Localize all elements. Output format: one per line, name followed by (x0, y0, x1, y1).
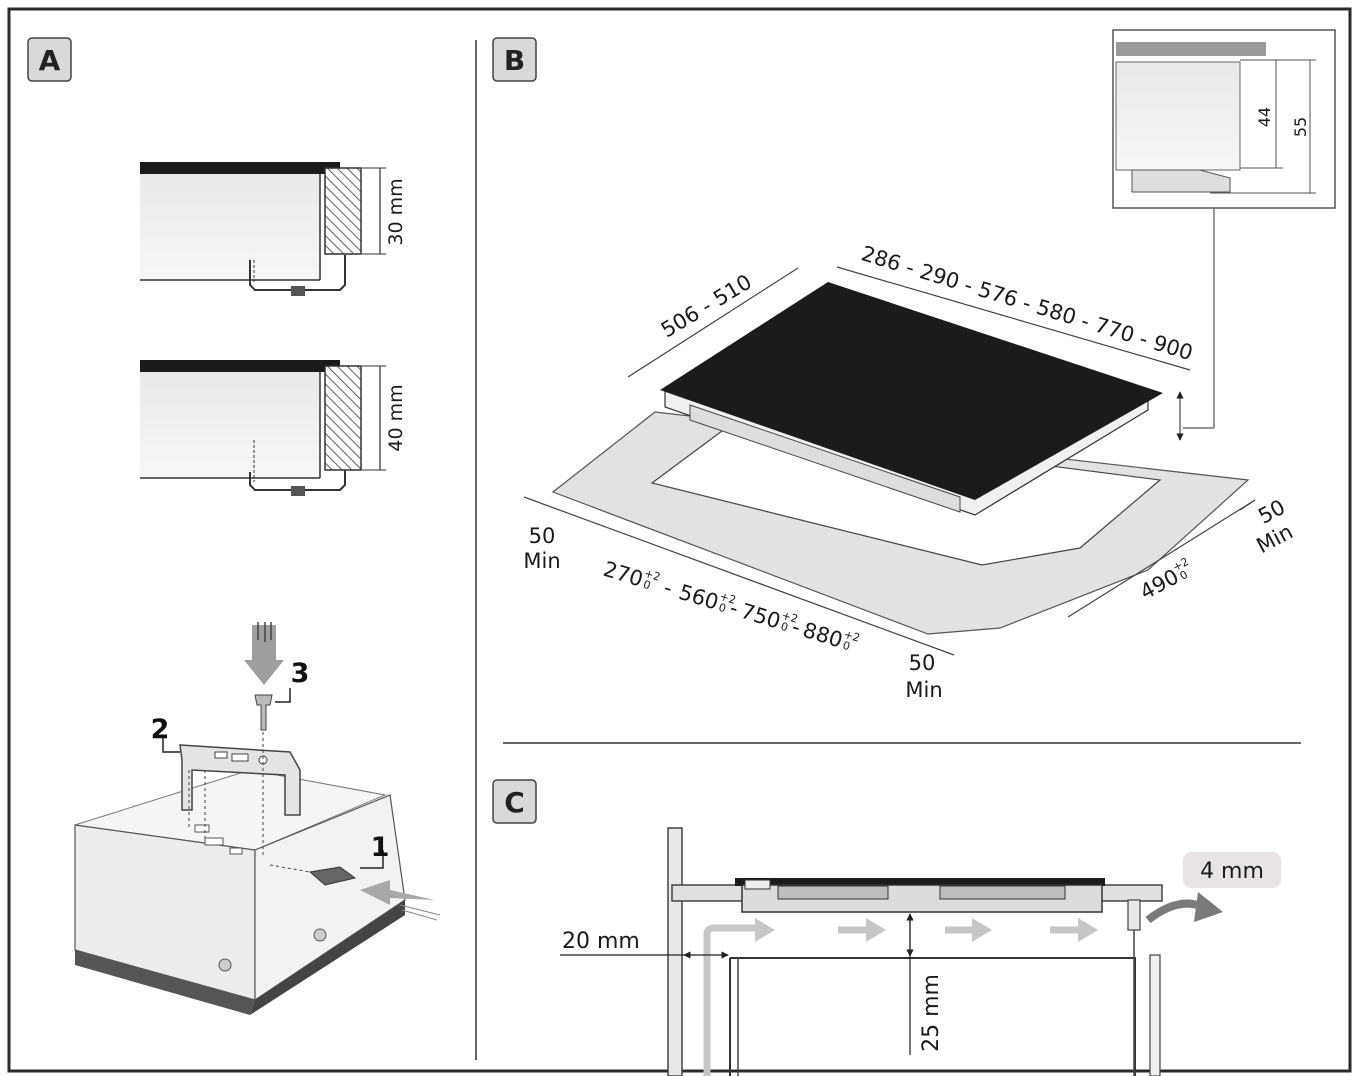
cut-length-880: 880 (800, 618, 845, 653)
panel-a-tag: A (27, 37, 72, 82)
panel-a: A 30 mm (27, 37, 441, 1015)
min-front-value: 50 (909, 651, 936, 675)
step-3-number: 3 (291, 658, 310, 689)
bracket-detail-30mm: 30 mm (140, 162, 407, 296)
panel-a-letter: A (39, 44, 61, 77)
hob-glass (660, 282, 1163, 516)
gap-4mm-text: 4 mm (1200, 859, 1264, 884)
cut-length-560: 560 (676, 580, 721, 615)
gap-badge-4mm: 4 mm (1183, 852, 1281, 888)
cut-length-270: 270 (601, 557, 646, 592)
profile-inset: 44 55 (1112, 29, 1336, 429)
ventilation-section: 4 mm 20 mm 25 mm (560, 827, 1281, 1076)
step-2-number: 2 (151, 714, 170, 745)
min-right-label: Min (1253, 519, 1297, 558)
gap-20mm-text: 20 mm (562, 929, 640, 954)
panel-c: C (492, 779, 1281, 1076)
inset-dim-55: 55 (1291, 117, 1310, 137)
hob-width-range: 506 - 510 (657, 270, 756, 343)
min-left-label: Min (523, 549, 560, 573)
panel-c-tag: C (492, 779, 537, 824)
panel-b-tag: B (492, 37, 537, 82)
panel-b-letter: B (504, 44, 525, 77)
step-1-number: 1 (371, 832, 390, 863)
cutout-zone (551, 411, 1250, 635)
dim-40mm: 40 mm (385, 384, 407, 451)
inset-dim-44: 44 (1255, 107, 1274, 127)
bracket-assembly: 1 2 3 (74, 622, 441, 1015)
panel-b: B 44 55 (492, 29, 1336, 702)
dim-30mm: 30 mm (385, 178, 407, 245)
min-front-label: Min (905, 678, 942, 702)
gap-25mm-text: 25 mm (919, 974, 944, 1052)
panel-c-letter: C (504, 786, 525, 819)
min-left-value: 50 (529, 524, 556, 548)
cut-length-750: 750 (738, 599, 783, 634)
bracket-detail-40mm: 40 mm (140, 360, 407, 496)
